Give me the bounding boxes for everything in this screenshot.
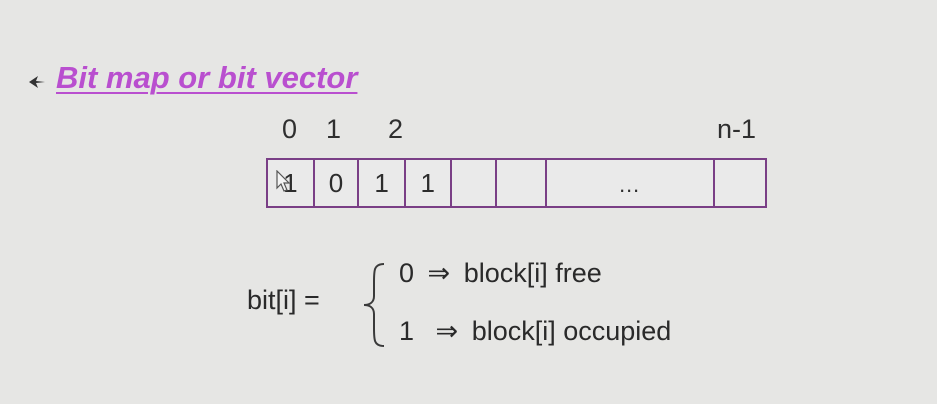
bit-cell-ellipsis: … [547, 160, 716, 206]
implies-arrow-icon: ⇒ [435, 316, 459, 346]
bit-vector: 1 0 1 1 … [266, 158, 767, 208]
bit-cell-4 [452, 160, 498, 206]
left-brace-icon [363, 263, 385, 347]
mouse-cursor-icon [276, 170, 291, 192]
index-label-0: 0 [282, 114, 298, 144]
bit-cell-1: 0 [315, 160, 360, 206]
bit-cell-3: 1 [406, 160, 452, 206]
index-label-n-1: n-1 [717, 114, 757, 144]
bit-cell-last [715, 160, 765, 206]
case-occupied-value: 1 [399, 316, 415, 346]
implies-arrow-icon: ⇒ [427, 258, 451, 288]
index-label-2: 2 [388, 114, 404, 144]
index-label-1: 1 [326, 114, 342, 144]
bit-cell-5 [497, 160, 547, 206]
case-free: 0 ⇒ block[i] free [399, 258, 602, 289]
case-occupied: 1 ⇒ block[i] occupied [399, 316, 671, 347]
case-free-meaning: block[i] free [463, 258, 602, 288]
equation-lhs: bit[i] = [247, 285, 320, 315]
slide-heading: Bit map or bit vector [56, 60, 358, 95]
bullet-arrow-icon [29, 76, 45, 88]
case-free-value: 0 [399, 258, 415, 288]
case-occupied-meaning: block[i] occupied [471, 316, 672, 346]
bit-cell-2: 1 [359, 160, 406, 206]
